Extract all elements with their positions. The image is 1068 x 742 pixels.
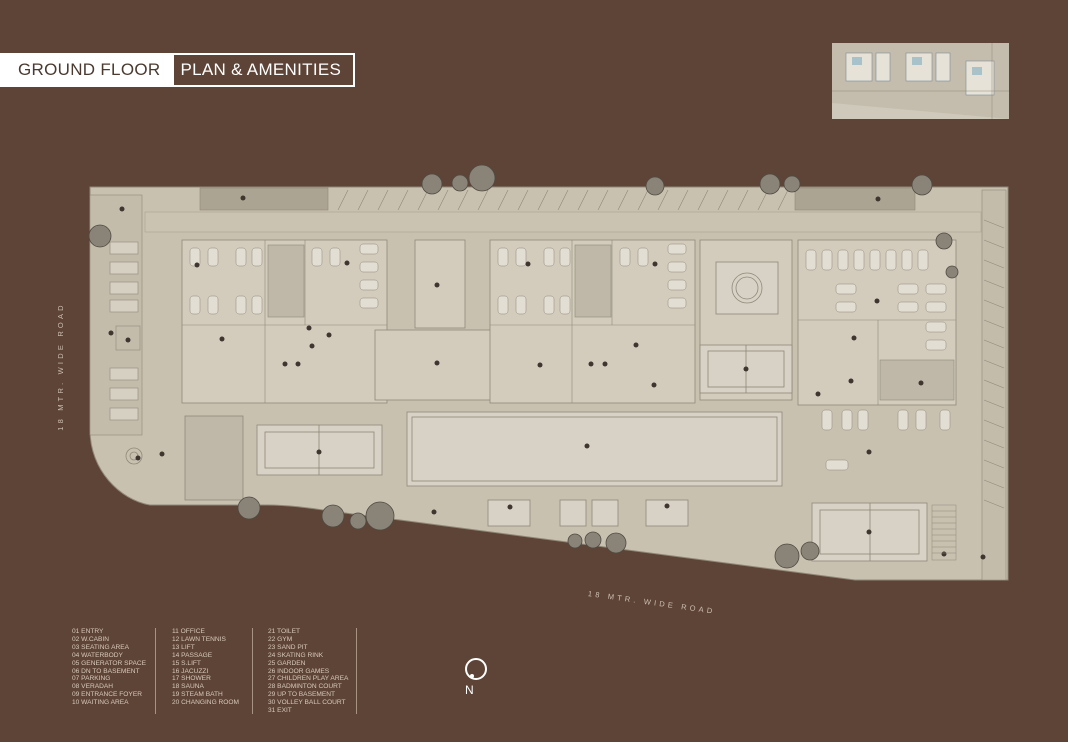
legend-item: 01 ENTRY <box>72 628 104 635</box>
legend-item: 06 DN TO BASEMENT <box>72 667 140 675</box>
title-primary: GROUND FLOOR <box>0 53 173 87</box>
legend-item: 02 W.CABIN <box>72 635 110 643</box>
top-parking-bays <box>199 187 916 211</box>
legend-item: 28 BADMINTON COURT <box>268 683 342 691</box>
legend-item: 26 INDOOR GAMES <box>268 667 330 675</box>
amenities <box>125 261 928 562</box>
legend-item: 25 GARDEN <box>268 659 306 667</box>
road-label-left: 18 MTR. WIDE ROAD <box>55 302 65 431</box>
legend-item: 14 PASSAGE <box>172 651 213 659</box>
legend-divider <box>252 628 253 714</box>
legend-item: 12 LAWN TENNIS <box>172 635 226 643</box>
legend-item: 19 STEAM BATH <box>172 691 223 699</box>
legend-item: 04 WATERBODY <box>72 651 123 659</box>
compass-label: N <box>465 683 474 696</box>
legend-item: 23 SAND PIT <box>268 643 308 651</box>
legend-item: 31 EXIT <box>268 707 292 715</box>
legend-item: 09 ENTRANCE FOYER <box>72 691 142 699</box>
legend-item: 08 VERADAH <box>72 683 114 691</box>
legend-item: 17 SHOWER <box>172 675 211 683</box>
legend-item: 07 PARKING <box>72 675 111 683</box>
legend-item: 29 UP TO BASEMENT <box>268 691 336 699</box>
legend-item: 20 CHANGING ROOM <box>172 699 240 707</box>
legend-item: 24 SKATING RINK <box>268 651 324 659</box>
left-parking <box>109 241 141 421</box>
legend-item: 27 CHILDREN PLAY AREA <box>268 675 349 683</box>
plan-title: GROUND FLOOR PLAN & AMENITIES <box>0 53 356 87</box>
trees <box>88 164 959 569</box>
right-parking-bays <box>981 189 1007 581</box>
legend-item: 05 GENERATOR SPACE <box>72 659 147 667</box>
legend-item: 03 SEATING AREA <box>72 643 130 651</box>
legend-item: 18 SAUNA <box>172 683 204 691</box>
legend-item: 22 GYM <box>268 635 293 643</box>
title-secondary: PLAN & AMENITIES <box>172 53 356 87</box>
legend-markers <box>108 195 986 560</box>
north-compass-icon: N <box>465 658 487 696</box>
legend-item: 30 VOLLEY BALL COURT <box>268 699 346 707</box>
legend-item: 21 TOILET <box>268 628 301 635</box>
legend-item: 16 JACUZZI <box>172 667 209 675</box>
legend-divider <box>356 628 357 714</box>
parked-cars <box>189 243 951 471</box>
legend-item: 15 S.LIFT <box>172 659 201 667</box>
legend-item: 11 OFFICE <box>172 628 205 635</box>
legend-divider <box>155 628 156 714</box>
legend-item: 10 WAITING AREA <box>72 699 129 707</box>
key-plan-thumbnail <box>832 43 1009 119</box>
legend-item: 13 LIFT <box>172 643 195 651</box>
